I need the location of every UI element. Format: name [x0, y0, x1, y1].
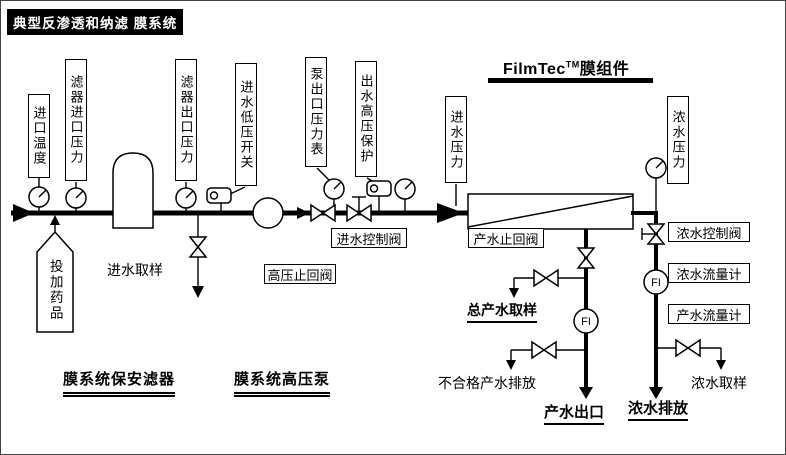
- filmtec-module-title: FilmTecTM膜组件: [503, 55, 629, 79]
- label-product-check-valve: 产水止回阀: [468, 228, 544, 248]
- label-offspec-product-discharge: 不合格产水排放: [438, 375, 536, 391]
- label-concentrate-control-valve: 浓水控制阀: [668, 222, 750, 242]
- concentrate-flow-indicator-label: FI: [651, 277, 661, 289]
- filmtec-brand: FilmTec: [503, 61, 566, 78]
- main-feed-pipe: [11, 203, 468, 223]
- security-filter-tank: [112, 152, 154, 229]
- label-high-pressure-pump: 膜系统高压泵: [234, 368, 331, 397]
- filmtec-underline-bar: [488, 78, 653, 83]
- chemical-dosing-shape: [36, 215, 74, 333]
- label-concentrate-discharge: 浓水排放: [628, 397, 689, 421]
- trademark-superscript: TM: [565, 59, 580, 70]
- label-concentrate-pressure: 浓水压力: [667, 96, 689, 184]
- membrane-module-icon: [467, 193, 634, 230]
- label-high-pressure-check-valve: 高压止回阀: [264, 264, 336, 284]
- label-pump-outlet-pressure-gauge: 泵出口压力表: [305, 57, 327, 167]
- feed-control-valve-icon: [346, 196, 372, 223]
- pressure-switch-icons: [206, 180, 392, 204]
- label-concentrate-flow-meter: 浓水流量计: [668, 263, 750, 283]
- label-chemical-dosing: 投加药品: [47, 259, 63, 321]
- label-inlet-temperature: 进口温度: [28, 94, 50, 178]
- label-total-product-sampling: 总产水取样: [467, 300, 537, 323]
- product-flow-indicator-label: FI: [581, 316, 591, 328]
- product-water-line: FI: [506, 229, 599, 399]
- diagram-title: 典型反渗透和纳滤 膜系统: [7, 9, 184, 35]
- product-flow-indicator-icon: [573, 308, 599, 334]
- label-filter-outlet-pressure: 滤器出口压力: [175, 59, 197, 181]
- pump-icon: [252, 197, 284, 229]
- pressure-gauge-icons: [28, 157, 667, 209]
- label-feed-pressure: 进水压力: [445, 96, 467, 183]
- label-filter-inlet-pressure: 滤器进口压力: [65, 59, 87, 181]
- high-pressure-check-valve-icon: [310, 203, 336, 223]
- label-feed-low-pressure-switch: 进水低压开关: [235, 63, 257, 186]
- label-product-flow-meter: 产水流量计: [668, 304, 750, 324]
- feed-sampling-branch: [188, 215, 208, 298]
- label-security-filter: 膜系统保安滤器: [63, 368, 176, 397]
- filmtec-suffix: 膜组件: [579, 61, 630, 78]
- label-feed-sampling: 进水取样: [107, 262, 163, 278]
- label-outlet-high-pressure-protection: 出水高压保护: [355, 61, 377, 177]
- label-concentrate-sampling: 浓水取样: [691, 375, 747, 391]
- label-feed-control-valve: 进水控制阀: [331, 228, 407, 248]
- label-product-outlet: 产水出口: [544, 401, 605, 425]
